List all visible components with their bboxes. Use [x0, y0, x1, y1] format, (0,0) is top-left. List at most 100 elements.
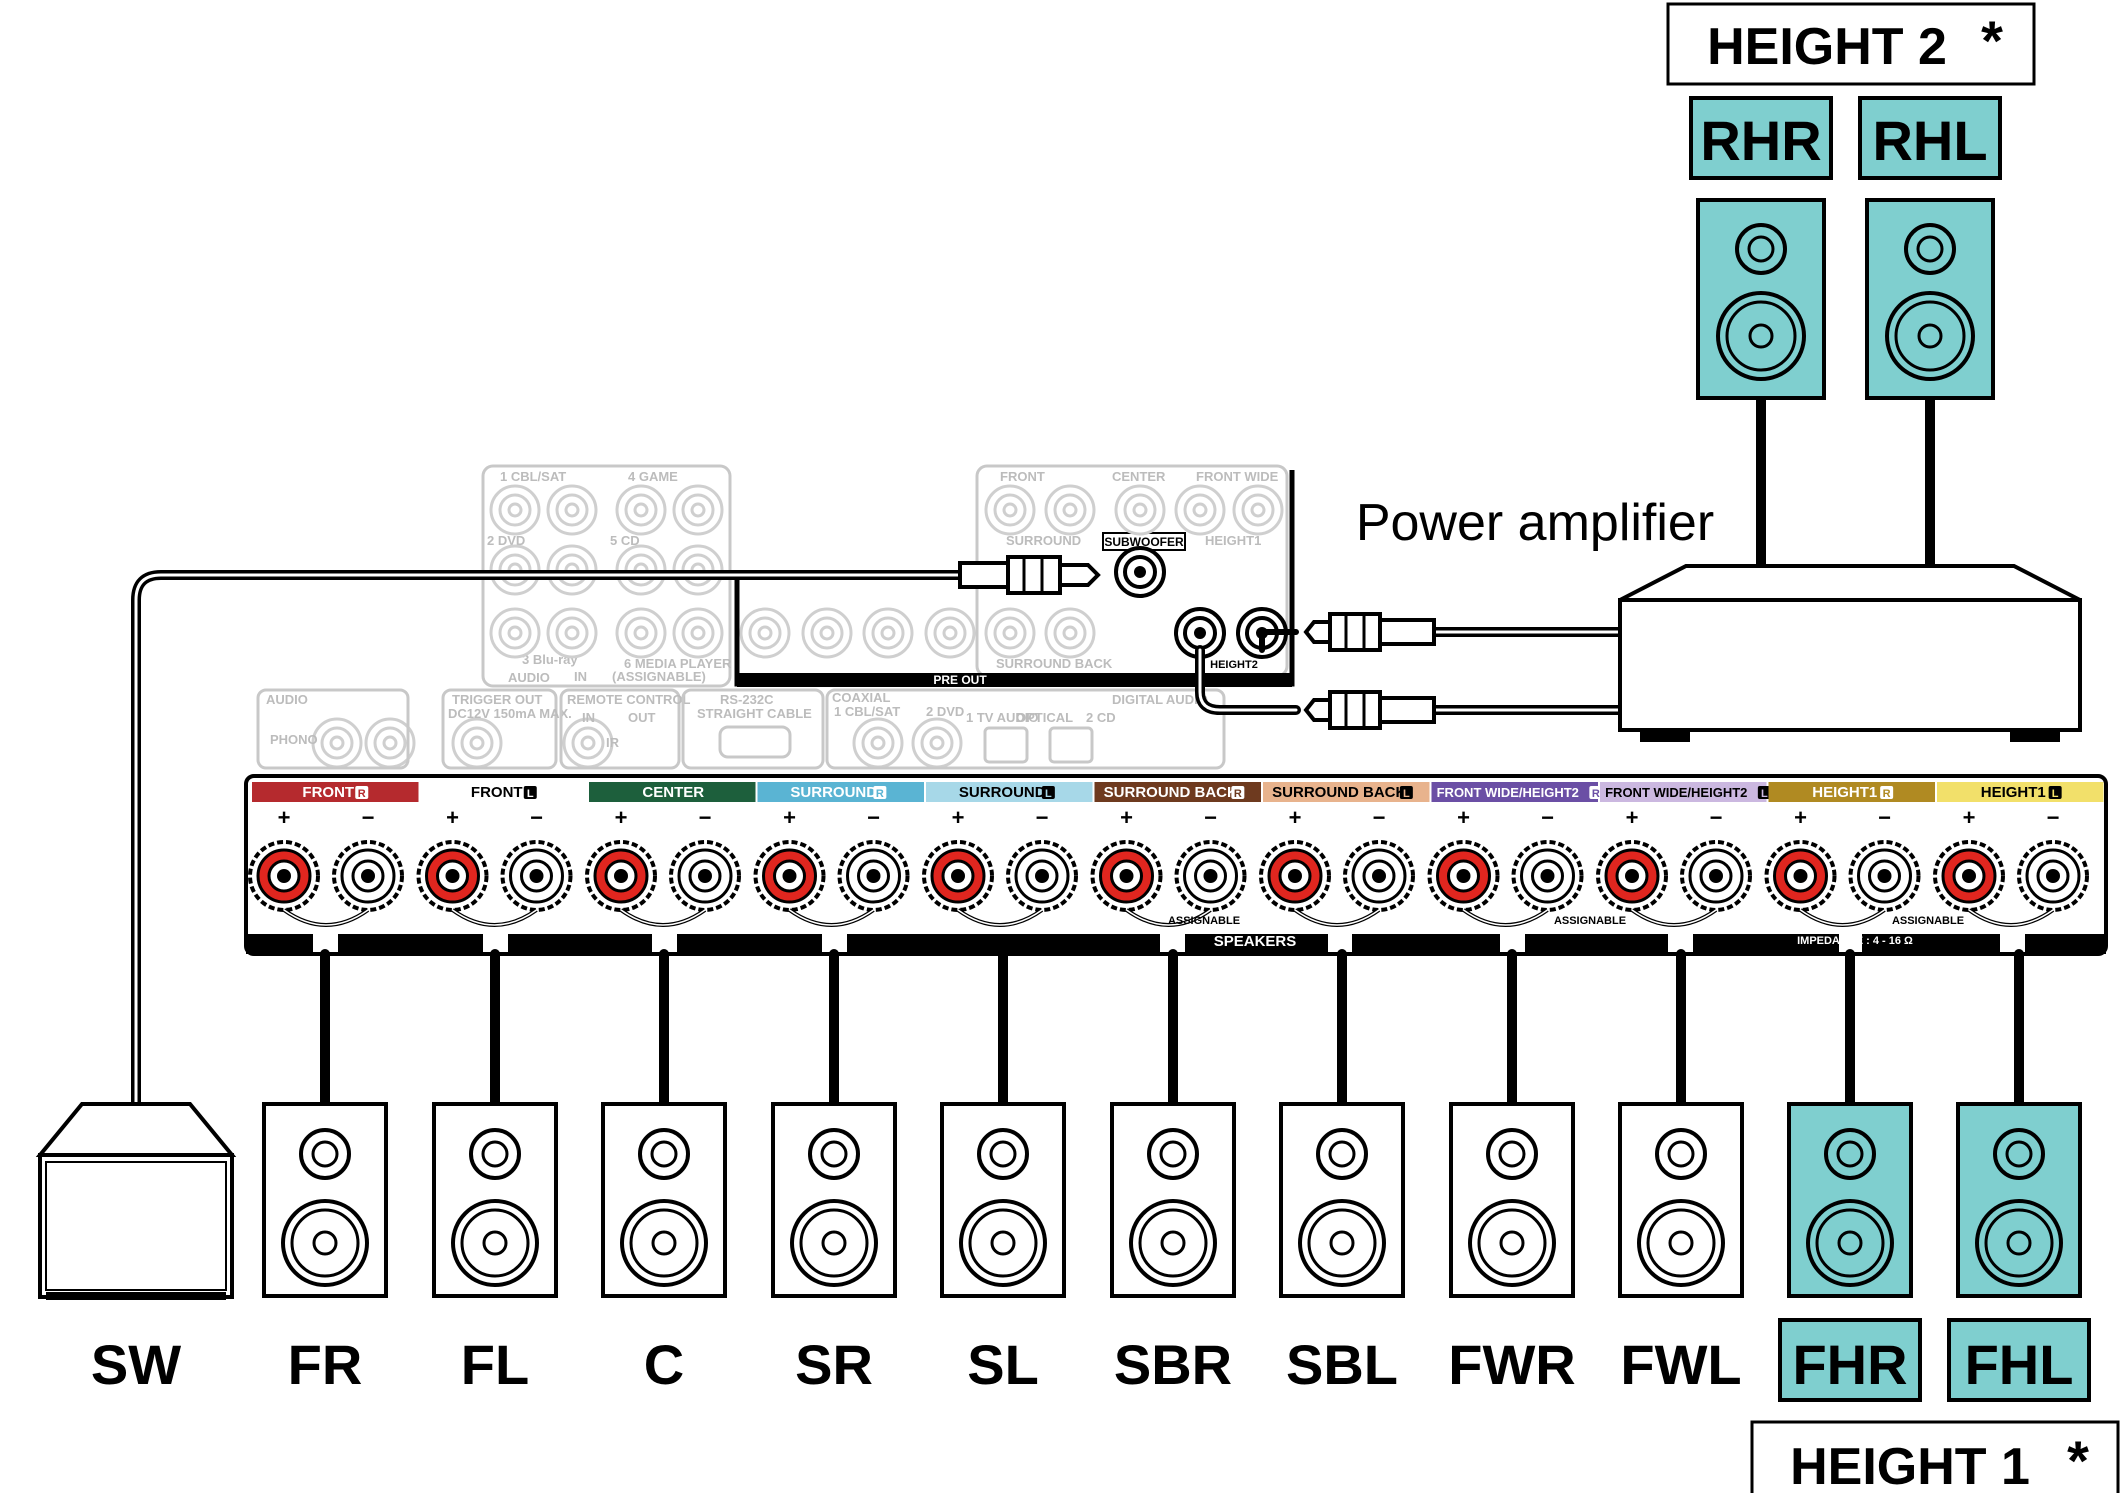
- height1-group: HEIGHT 1 *: [1750, 1420, 2120, 1493]
- digital-audio-block: [825, 688, 1226, 770]
- channel-side: R: [876, 788, 884, 800]
- speaker-label-box: [1689, 96, 1833, 180]
- speaker-label: FHR: [1792, 1333, 1907, 1396]
- height2-preout-cable-2: [1259, 629, 1299, 653]
- label-height2-preout: HEIGHT2: [1210, 659, 1258, 671]
- speaker-fhl: FHL: [1947, 1102, 2091, 1402]
- label-remote-out: OUT: [628, 710, 656, 725]
- speaker-label: FWL: [1620, 1333, 1741, 1396]
- rca-plug-amp-upper: [1303, 612, 1436, 652]
- speaker-fl: FL: [432, 1102, 558, 1396]
- speaker-label: SL: [967, 1333, 1039, 1396]
- channel-label: SURROUND: [959, 784, 1046, 801]
- label-cd: 5 CD: [610, 533, 640, 548]
- label-preout-front: FRONT: [1000, 469, 1045, 484]
- speaker-label: FHL: [1965, 1333, 2074, 1396]
- channel-side: R: [1234, 788, 1242, 800]
- minus-sign: −: [1710, 805, 1723, 830]
- channel-side: R: [358, 788, 366, 800]
- channel-label: HEIGHT1: [1981, 784, 2046, 801]
- plus-sign: +: [446, 805, 459, 830]
- label-trigger-out: TRIGGER OUT: [452, 692, 542, 707]
- label-assignable-h1: ASSIGNABLE: [1892, 915, 1964, 927]
- bar-segment: [1525, 934, 1668, 954]
- terminal-pair: +−: [1427, 805, 1584, 927]
- channel-label: FRONT WIDE/HEIGHT2: [1437, 785, 1579, 800]
- rca-plug-amp-lower: [1303, 690, 1436, 730]
- speaker-label: FL: [461, 1333, 529, 1396]
- label-remote-control: REMOTE CONTROL: [567, 692, 691, 707]
- speaker-label-box: [1947, 1318, 2091, 1402]
- height1-label: HEIGHT 1: [1790, 1438, 2030, 1493]
- amp-top: [1619, 564, 2081, 602]
- amp-foot-left: [1640, 730, 1690, 742]
- faint-rca-jacks: [311, 484, 1288, 769]
- plus-sign: +: [1120, 805, 1133, 830]
- terminal-pair: +−: [753, 805, 910, 927]
- bar-segment: [338, 934, 483, 954]
- label-audio: AUDIO: [266, 692, 308, 707]
- amp-label: Power amplifier: [1356, 494, 1714, 552]
- faint-jack: [615, 607, 667, 659]
- power-amplifier: Power amplifier: [1356, 494, 2082, 742]
- label-pre-out: PRE OUT: [933, 673, 987, 687]
- label-audio-in: AUDIO: [508, 670, 550, 685]
- speaker-sl: SL: [940, 1102, 1066, 1396]
- height2-asterisk: *: [1981, 9, 2003, 72]
- bar-segment: [677, 934, 822, 954]
- subwoofer-cable-core: [134, 573, 962, 1106]
- speaker-label: RHR: [1700, 109, 1821, 172]
- terminal-pair: +−: [248, 805, 404, 927]
- label-coax-cbl: 1 CBL/SAT: [834, 704, 900, 719]
- label-straight-cable: STRAIGHT CABLE: [697, 706, 812, 721]
- plus-sign: +: [783, 805, 796, 830]
- height2-box: [1666, 2, 2036, 86]
- minus-sign: −: [1541, 805, 1554, 830]
- channel-side: R: [1592, 788, 1600, 800]
- minus-sign: −: [1036, 805, 1049, 830]
- height2-label: HEIGHT 2: [1707, 18, 1947, 76]
- speaker-cables: [320, 949, 2024, 1109]
- label-optical: OPTICAL: [1016, 710, 1073, 725]
- label-in: IN: [574, 669, 587, 684]
- rca-plugs: [958, 555, 1436, 730]
- minus-sign: −: [867, 805, 880, 830]
- label-trigger-spec: DC12V 150mA MAX.: [448, 706, 572, 721]
- label-cd2: 2 CD: [1086, 710, 1116, 725]
- rear-panel: 1 CBL/SAT 4 GAME 2 DVD 5 CD 3 Blu-ray 6 …: [256, 464, 1295, 770]
- label-tv-audio: 1 TV AUDIO: [966, 710, 1038, 725]
- faint-jack: [1044, 607, 1096, 659]
- speaker-rhl: RHL: [1858, 96, 2002, 400]
- minus-sign: −: [530, 805, 543, 830]
- terminal-pair: +−: [922, 805, 1078, 927]
- label-impedance: IMPEDANCE : 4 - 16 Ω: [1797, 935, 1913, 947]
- faint-jack: [1232, 484, 1284, 536]
- channel-header: FRONT WIDE/HEIGHT2 R: [1431, 782, 1603, 802]
- subwoofer-top: [35, 1102, 237, 1157]
- minus-sign: −: [1373, 805, 1386, 830]
- speaker-label: RHL: [1872, 109, 1987, 172]
- subwoofer-base: [46, 1292, 226, 1300]
- faint-jack: [739, 607, 791, 659]
- speaker-label-box: [1778, 1318, 1922, 1402]
- terminal-pair: +−: [1259, 805, 1415, 927]
- channel-label: FRONT WIDE/HEIGHT2: [1605, 785, 1747, 800]
- faint-jack: [489, 484, 541, 536]
- plus-sign: +: [952, 805, 965, 830]
- speaker-label: SBL: [1286, 1333, 1398, 1396]
- label-phono: PHONO: [270, 732, 318, 747]
- channel-label: SURROUND BACK: [1104, 784, 1238, 801]
- faint-jack: [984, 484, 1036, 536]
- bar-segment: [1862, 934, 2000, 954]
- speaker-sbl: SBL: [1279, 1102, 1405, 1396]
- terminal-pair: +−: [1933, 805, 2089, 927]
- label-preout-surround-back: SURROUND BACK: [996, 656, 1113, 671]
